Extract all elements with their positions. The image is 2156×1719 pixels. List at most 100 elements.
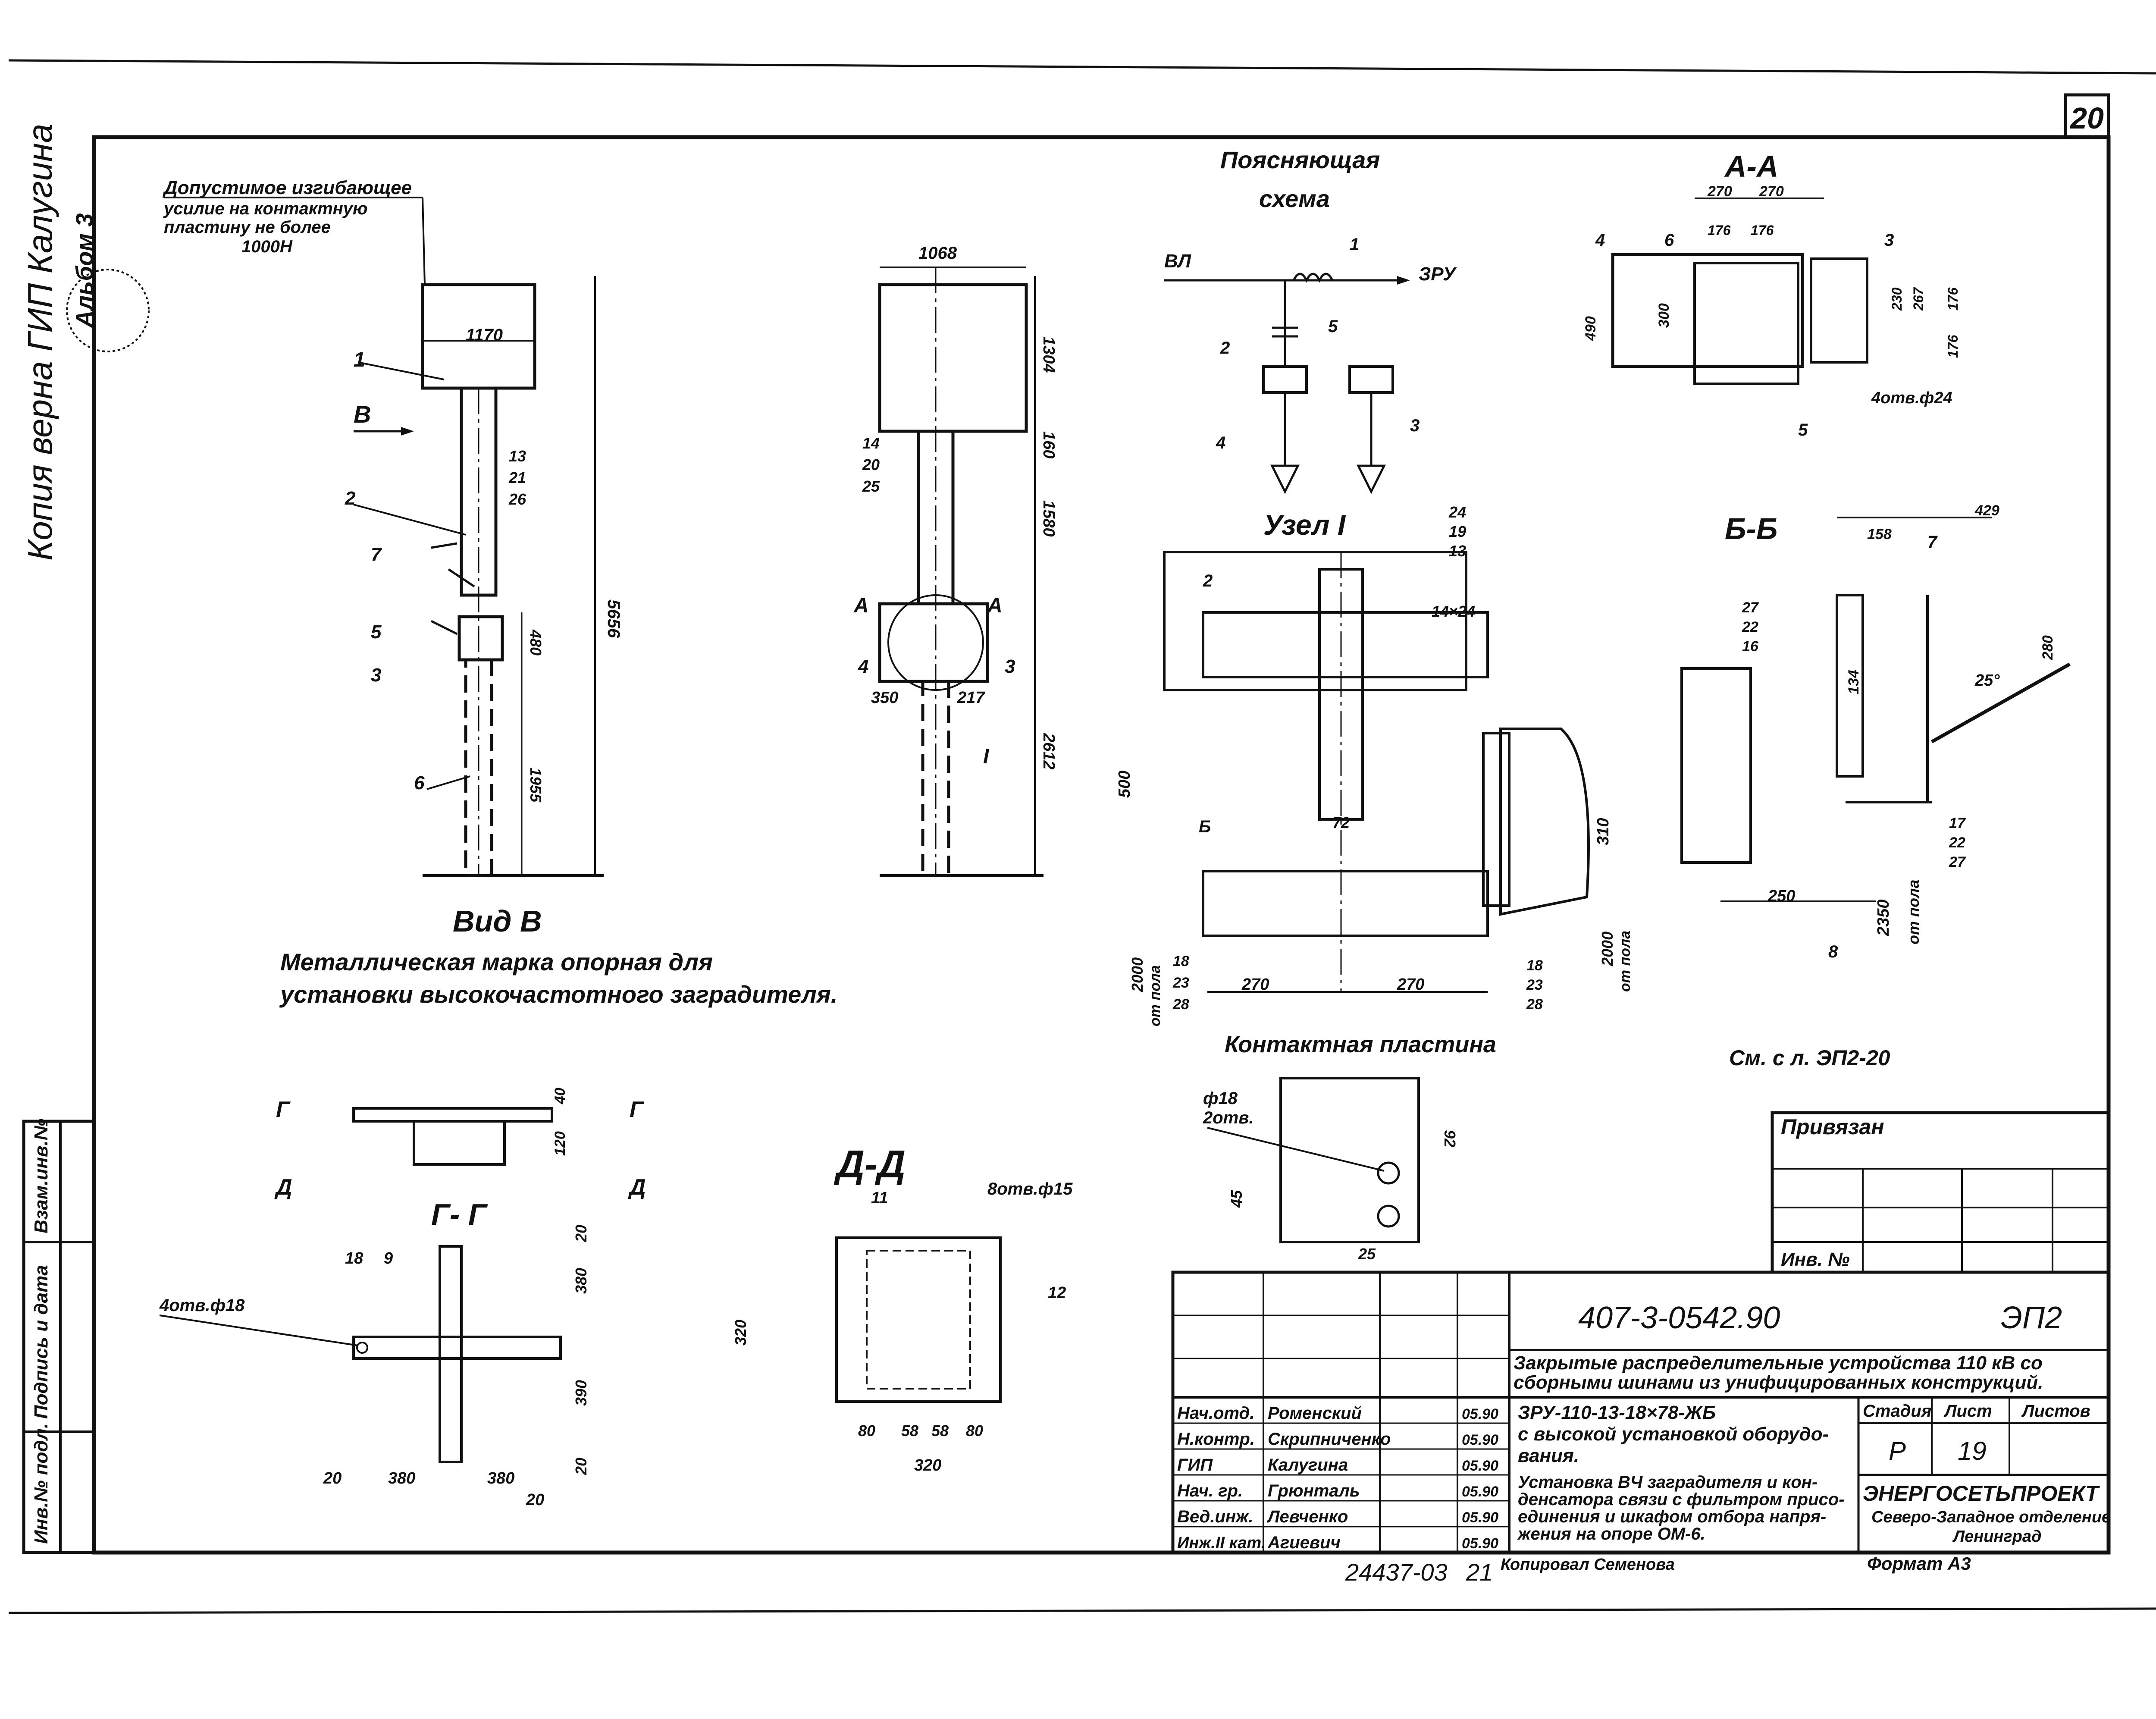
front-view-drawing: 1068 А А 4 3 350 217 I 14 20 25 1304 160… xyxy=(853,244,1058,877)
svg-text:429: 429 xyxy=(1974,502,1999,519)
view-b-caption-1: Металлическая марка опорная для xyxy=(280,948,713,976)
staff-role-3: ГИП xyxy=(1177,1456,1213,1474)
svg-text:250: 250 xyxy=(1767,887,1795,905)
stamp-signature-date: Подпись и дата xyxy=(31,1265,52,1419)
svg-text:6: 6 xyxy=(414,772,425,794)
svg-text:от пола: от пола xyxy=(1905,880,1922,944)
col-sheets: Листов xyxy=(2021,1402,2090,1421)
section-gg: Г Д Г Д 40 120 Г- Г 4отв.ф18 18 9 20 380… xyxy=(159,1088,646,1509)
svg-text:7: 7 xyxy=(371,544,382,565)
svg-text:ф18: ф18 xyxy=(1203,1089,1238,1108)
svg-text:22: 22 xyxy=(1949,834,1965,851)
svg-text:270: 270 xyxy=(1707,183,1732,200)
svg-text:176: 176 xyxy=(1708,223,1731,238)
staff-date-3: 05.90 xyxy=(1462,1458,1498,1474)
svg-text:320: 320 xyxy=(732,1320,749,1346)
drawing-desc-3: единения и шкафом отбора напря- xyxy=(1518,1507,1826,1526)
svg-text:80: 80 xyxy=(966,1422,983,1440)
svg-text:28: 28 xyxy=(1526,996,1543,1013)
svg-text:380: 380 xyxy=(388,1469,415,1487)
svg-text:Б: Б xyxy=(1199,817,1211,836)
svg-text:5656: 5656 xyxy=(604,599,623,638)
svg-text:4: 4 xyxy=(1216,433,1225,452)
title-block: Привязан Инв. № 407-3-0542.90 ЭП2 Закрыт… xyxy=(1171,1111,2111,1586)
svg-text:300: 300 xyxy=(1656,303,1672,328)
label-zru: ЗРУ xyxy=(1419,263,1457,285)
svg-text:20: 20 xyxy=(526,1491,544,1509)
privyazan-label: Привязан xyxy=(1781,1115,1884,1139)
svg-text:2000: 2000 xyxy=(1598,932,1616,966)
drawing-code: ЗРУ-110-13-18×78-ЖБ xyxy=(1518,1402,1716,1423)
archive-no-2: 21 xyxy=(1466,1559,1493,1586)
drawing-frame xyxy=(92,135,2111,1555)
svg-text:27: 27 xyxy=(1949,854,1966,870)
org-city: Ленинград xyxy=(1952,1528,2041,1546)
svg-text:310: 310 xyxy=(1594,818,1612,845)
staff-name-2: Скрипниченко xyxy=(1268,1430,1391,1449)
svg-text:3: 3 xyxy=(1005,656,1015,677)
svg-text:19: 19 xyxy=(1449,523,1466,540)
svg-text:от пола: от пола xyxy=(1147,965,1163,1026)
svg-text:40: 40 xyxy=(552,1088,568,1104)
staff-role-6: Инж.II кат. xyxy=(1177,1534,1266,1552)
drawing-sub-2: вания. xyxy=(1518,1445,1579,1466)
svg-text:25: 25 xyxy=(862,477,880,495)
svg-text:от пола: от пола xyxy=(1617,931,1633,992)
drawing-desc-1: Установка ВЧ заградителя и кон- xyxy=(1518,1473,1818,1492)
svg-text:2отв.: 2отв. xyxy=(1203,1108,1254,1127)
svg-text:270: 270 xyxy=(1397,976,1424,994)
svg-text:Г: Г xyxy=(276,1097,291,1122)
svg-text:18: 18 xyxy=(1173,953,1189,969)
svg-text:12: 12 xyxy=(1048,1284,1066,1302)
svg-text:480: 480 xyxy=(527,629,545,656)
svg-text:1068: 1068 xyxy=(918,244,957,263)
svg-text:А: А xyxy=(853,594,869,617)
org-branch: Северо-Западное отделение xyxy=(1871,1508,2111,1526)
svg-text:1170: 1170 xyxy=(466,326,503,345)
svg-text:А: А xyxy=(987,594,1003,617)
archive-no: 24437-03 xyxy=(1345,1559,1448,1586)
svg-text:25: 25 xyxy=(1358,1245,1376,1263)
svg-text:25°: 25° xyxy=(1974,671,2000,690)
svg-text:280: 280 xyxy=(2040,635,2056,660)
album-label: Альбом 3 xyxy=(71,213,98,329)
stamp-replace-inv: Взам.инв.№ xyxy=(31,1119,52,1233)
section-aa: А-А 270 270 176 176 490 300 230 267 176 … xyxy=(1583,150,1961,439)
svg-text:24: 24 xyxy=(1448,503,1466,521)
svg-text:17: 17 xyxy=(1949,815,1966,831)
svg-text:8отв.ф15: 8отв.ф15 xyxy=(987,1179,1073,1198)
svg-text:В: В xyxy=(354,401,371,428)
svg-text:23: 23 xyxy=(1172,975,1189,991)
svg-text:22: 22 xyxy=(1742,619,1758,635)
svg-text:120: 120 xyxy=(552,1131,568,1156)
svg-text:270: 270 xyxy=(1241,976,1269,994)
bottom-trim-line xyxy=(8,1607,2156,1614)
staff-name-5: Левченко xyxy=(1266,1507,1348,1526)
format-label: Формат А3 xyxy=(1867,1553,1971,1574)
svg-text:390: 390 xyxy=(572,1380,590,1406)
svg-text:5: 5 xyxy=(371,621,382,643)
svg-text:13: 13 xyxy=(1449,542,1466,560)
svg-text:80: 80 xyxy=(858,1422,875,1440)
svg-text:217: 217 xyxy=(957,689,985,707)
svg-text:134: 134 xyxy=(1846,670,1862,694)
svg-text:I: I xyxy=(983,745,990,768)
svg-text:18: 18 xyxy=(345,1249,364,1267)
svg-text:4: 4 xyxy=(858,656,868,677)
svg-text:350: 350 xyxy=(871,689,898,707)
node-i: Узел I 14×24 2 Б 72 500 310 270 270 2000… xyxy=(1116,503,1633,1026)
contact-plate-title: Контактная пластина xyxy=(1225,1032,1496,1057)
view-b-drawing: Допустимое изгибающее усилие на контактн… xyxy=(162,177,837,1008)
svg-text:2612: 2612 xyxy=(1040,733,1058,770)
svg-text:4отв.ф24: 4отв.ф24 xyxy=(1871,389,1952,407)
svg-text:27: 27 xyxy=(1742,599,1759,616)
drawing-sub: с высокой установкой оборудо- xyxy=(1518,1424,1829,1445)
svg-text:16: 16 xyxy=(1742,638,1759,655)
svg-text:4отв.ф18: 4отв.ф18 xyxy=(159,1296,245,1315)
node-title: Узел I xyxy=(1263,509,1346,541)
staff-date-5: 05.90 xyxy=(1462,1509,1498,1526)
drawing-desc-4: жения на опоре ОМ-6. xyxy=(1517,1525,1705,1543)
svg-text:380: 380 xyxy=(487,1469,514,1487)
svg-text:Г: Г xyxy=(630,1097,644,1122)
